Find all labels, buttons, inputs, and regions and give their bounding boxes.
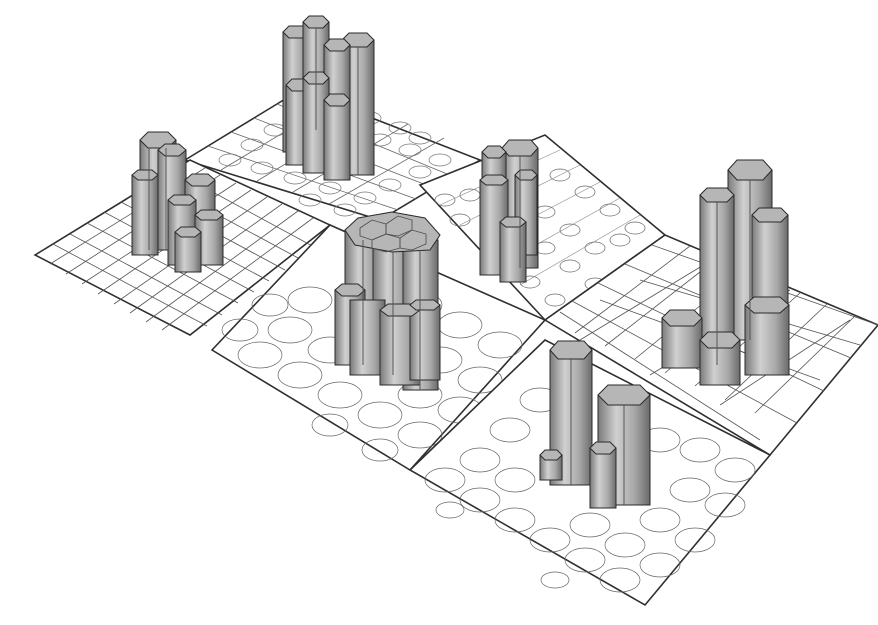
- structure-back-right: [480, 140, 538, 282]
- structure-back-center: [283, 16, 374, 180]
- structure-middle-left: [335, 212, 440, 390]
